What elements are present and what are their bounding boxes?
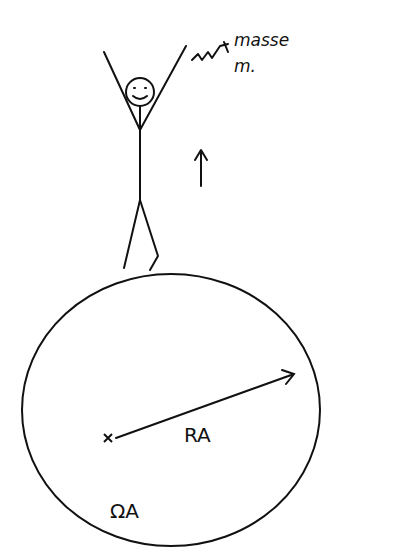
- mass-label: masse m.: [234, 28, 294, 79]
- body: [139, 106, 141, 200]
- planet-circle: [22, 274, 320, 546]
- region-label: ΩA: [110, 500, 139, 522]
- pointer-squiggle: [192, 42, 228, 60]
- leg: [140, 200, 158, 270]
- radius-label: RA: [184, 424, 211, 446]
- arm: [104, 52, 140, 130]
- planet-outline: [20, 272, 322, 547]
- centre-mark: [104, 434, 112, 442]
- head: [126, 78, 154, 106]
- up-arrow: [195, 150, 207, 186]
- face: [133, 88, 147, 99]
- leg: [124, 200, 140, 268]
- arm: [140, 46, 186, 130]
- planet: RA ΩA: [20, 272, 322, 547]
